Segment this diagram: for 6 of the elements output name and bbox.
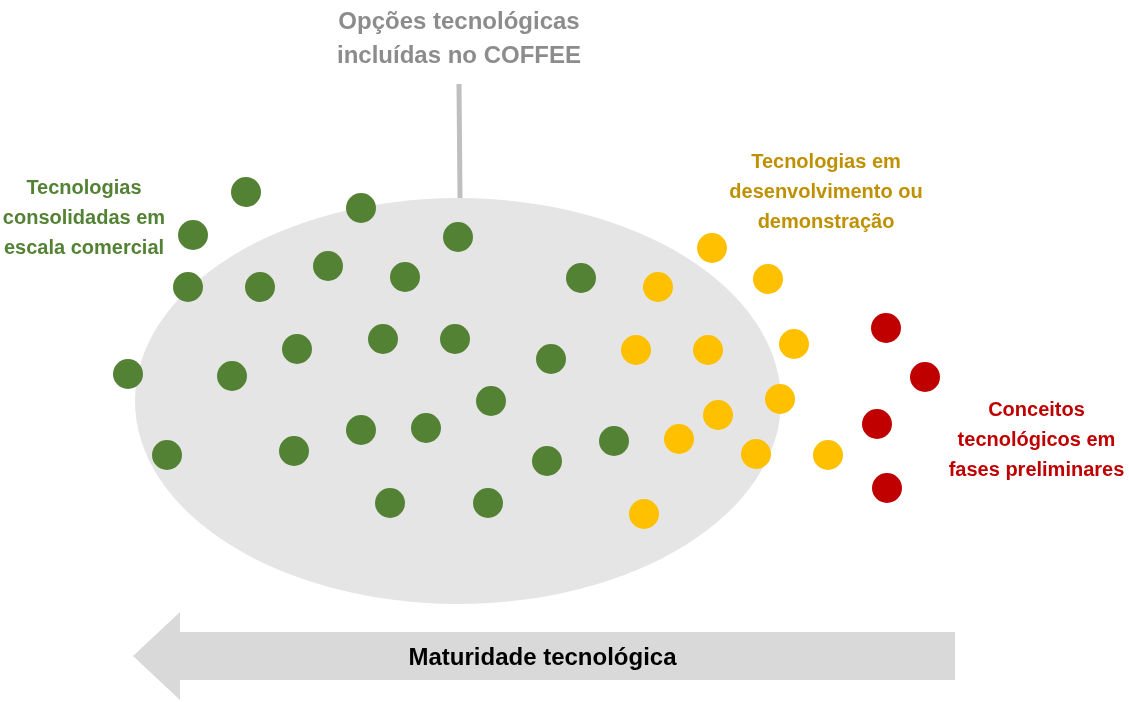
heading-text: Opções tecnológicas incluídas no COFFEE (296, 4, 622, 76)
leader-line (456, 83, 463, 199)
group-label: Tecnologias em desenvolvimento ou demonstração (728, 149, 924, 234)
arrow-label: Maturidade tecnológica (407, 642, 678, 672)
group-label: Tecnologias consolidadas em escala comercial (1, 175, 167, 260)
group-label: Conceitos tecnológicos em fases preliminares (947, 397, 1126, 482)
